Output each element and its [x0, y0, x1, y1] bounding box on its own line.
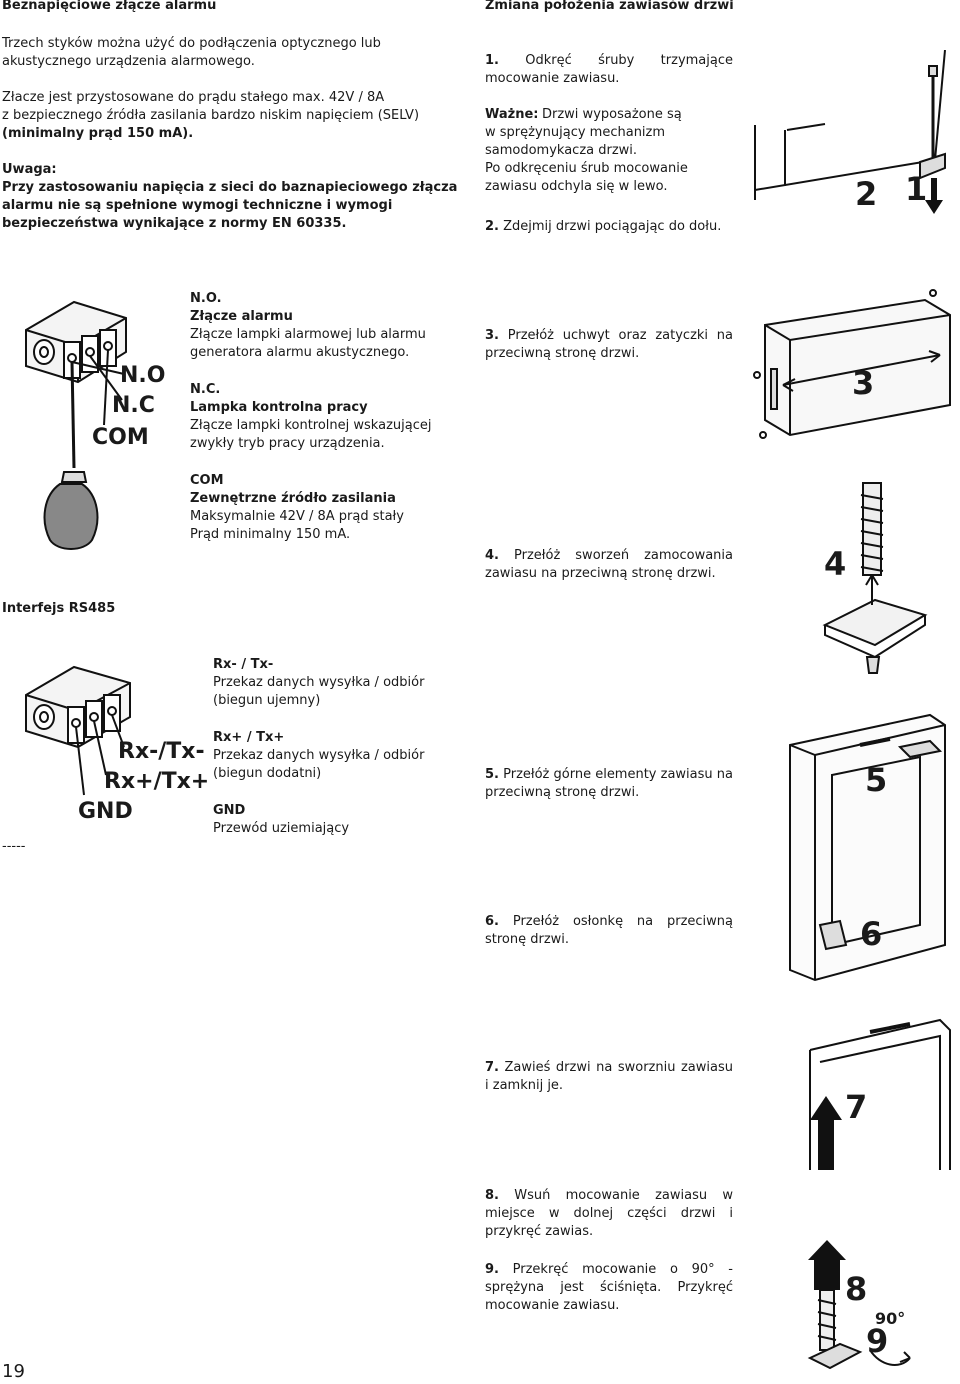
step-7-text: Zawieś drzwi na sworzniu zawiasu i zamkn… [485, 1060, 733, 1093]
fig2-gnd-label: GND [78, 799, 133, 824]
nc-title: N.C. [190, 382, 221, 397]
fig-number-1: 1 [905, 170, 928, 208]
step-6-number: 6. [485, 914, 499, 929]
alarm-min-current: (minimalny prąd 150 mA). [2, 126, 194, 141]
fig-step-4 [822, 482, 928, 674]
step-2-text: Zdejmij drzwi pociągając do dołu. [503, 219, 722, 234]
no-description: Złącze lampki alarmowej lub alarmu gener… [190, 327, 426, 360]
nc-subtitle: Lampka kontrolna pracy [190, 400, 368, 415]
step-1-text: Odkręć śruby trzymające mocowanie zawias… [485, 53, 733, 86]
step-6-text: Przełóż osłonkę na przeciwną stronę drzw… [485, 914, 733, 947]
com-description: Maksymalnie 42V / 8A prąd stały Prąd min… [190, 509, 404, 542]
fig-number-7: 7 [845, 1088, 868, 1126]
rx-minus-description: Przekaz danych wysyłka / odbiór (biegun … [213, 675, 425, 708]
step-4: 4. Przełóż sworzeń zamocowania zawiasu n… [485, 547, 733, 583]
step-7-number: 7. [485, 1060, 499, 1075]
alarm-terminal-figure [25, 300, 127, 550]
fig-step-3 [753, 289, 951, 439]
step-5-number: 5. [485, 767, 499, 782]
step-9-number: 9. [485, 1262, 499, 1277]
step-1-number: 1. [485, 53, 499, 68]
fig1-nc-label: N.C [112, 393, 155, 418]
step-4-text: Przełóż sworzeń zamocowania zawiasu na p… [485, 548, 733, 581]
step-5: 5. Przełóż górne elementy zawiasu na prz… [485, 766, 733, 802]
step-8: 8. Wsuń mocowanie zawiasu w miejsce w do… [485, 1187, 733, 1241]
note-text: Drzwi wyposażone są w sprężynujący mecha… [485, 107, 688, 194]
rx-plus-title: Rx+ / Tx+ [213, 730, 285, 745]
com-title: COM [190, 473, 224, 488]
alarm-intro-text: Trzech styków można użyć do podłączenia … [2, 36, 381, 69]
step-3-text: Przełóż uchwyt oraz zatyczki na przeciwn… [485, 328, 733, 361]
warning-text: Przy zastosowaniu napięcia z sieci do ba… [2, 180, 458, 231]
fig-number-9: 9 [866, 1322, 889, 1360]
rx-minus-title: Rx- / Tx- [213, 657, 274, 672]
note-label: Ważne: [485, 107, 539, 122]
fig-number-8: 8 [845, 1270, 868, 1308]
fig1-no-label: N.O [120, 363, 166, 388]
fig-steps-8-9 [807, 1240, 911, 1370]
step-8-number: 8. [485, 1188, 499, 1203]
step-2: 2. Zdejmij drzwi pociągając do dołu. [485, 218, 733, 236]
rx-plus-description: Przekaz danych wysyłka / odbiór (biegun … [213, 748, 425, 781]
hinge-heading: Zmiana położenia zawiasów drzwi [485, 0, 734, 13]
step-3: 3. Przełóż uchwyt oraz zatyczki na przec… [485, 327, 733, 363]
dashes-separator: ----- [2, 839, 26, 854]
rs485-terminal-figure [25, 665, 131, 796]
step-7: 7. Zawieś drzwi na sworzniu zawiasu i za… [485, 1059, 733, 1095]
alarm-contact-heading: Beznapięciowe złącze alarmu [2, 0, 217, 13]
step-2-number: 2. [485, 219, 499, 234]
fig-steps-5-6 [789, 713, 946, 982]
step-5-text: Przełóż górne elementy zawiasu na przeci… [485, 767, 733, 800]
page-number: 19 [2, 1361, 25, 1382]
fig2-rx-plus-label: Rx+/Tx+ [104, 769, 210, 794]
fig-number-3: 3 [852, 364, 875, 402]
rs485-heading: Interfejs RS485 [2, 601, 116, 616]
fig-number-4: 4 [824, 545, 847, 583]
nc-description: Złącze lampki kontrolnej wskazującej zwy… [190, 418, 432, 451]
no-subtitle: Złącze alarmu [190, 309, 293, 324]
alarm-spec-text: Złacze jest przystosowane do prądu stałe… [2, 90, 420, 123]
step-1: 1. Odkręć śruby trzymające mocowanie zaw… [485, 52, 733, 88]
gnd-description: Przewód uziemiający [213, 821, 350, 836]
warning-label: Uwaga: [2, 162, 57, 177]
step-4-number: 4. [485, 548, 499, 563]
fig-number-6: 6 [860, 915, 883, 953]
fig-number-5: 5 [865, 761, 888, 799]
fig-rotation-angle: 90° [875, 1309, 906, 1328]
fig1-com-label: COM [92, 425, 149, 450]
com-subtitle: Zewnętrzne źródło zasilania [190, 491, 396, 506]
step-3-number: 3. [485, 328, 499, 343]
fig-number-2: 2 [855, 175, 878, 213]
no-title: N.O. [190, 291, 222, 306]
step-9-text: Przekręć mocowanie o 90° - sprężyna jest… [485, 1262, 733, 1313]
fig2-rx-minus-label: Rx-/Tx- [118, 739, 205, 764]
step-8-text: Wsuń mocowanie zawiasu w miejsce w dolne… [485, 1188, 733, 1239]
gnd-title: GND [213, 803, 246, 818]
step-6: 6. Przełóż osłonkę na przeciwną stronę d… [485, 913, 733, 949]
fig-step-7 [809, 1018, 951, 1170]
step-9: 9. Przekręć mocowanie o 90° - sprężyna j… [485, 1261, 733, 1315]
fig-steps-1-2 [754, 50, 946, 214]
